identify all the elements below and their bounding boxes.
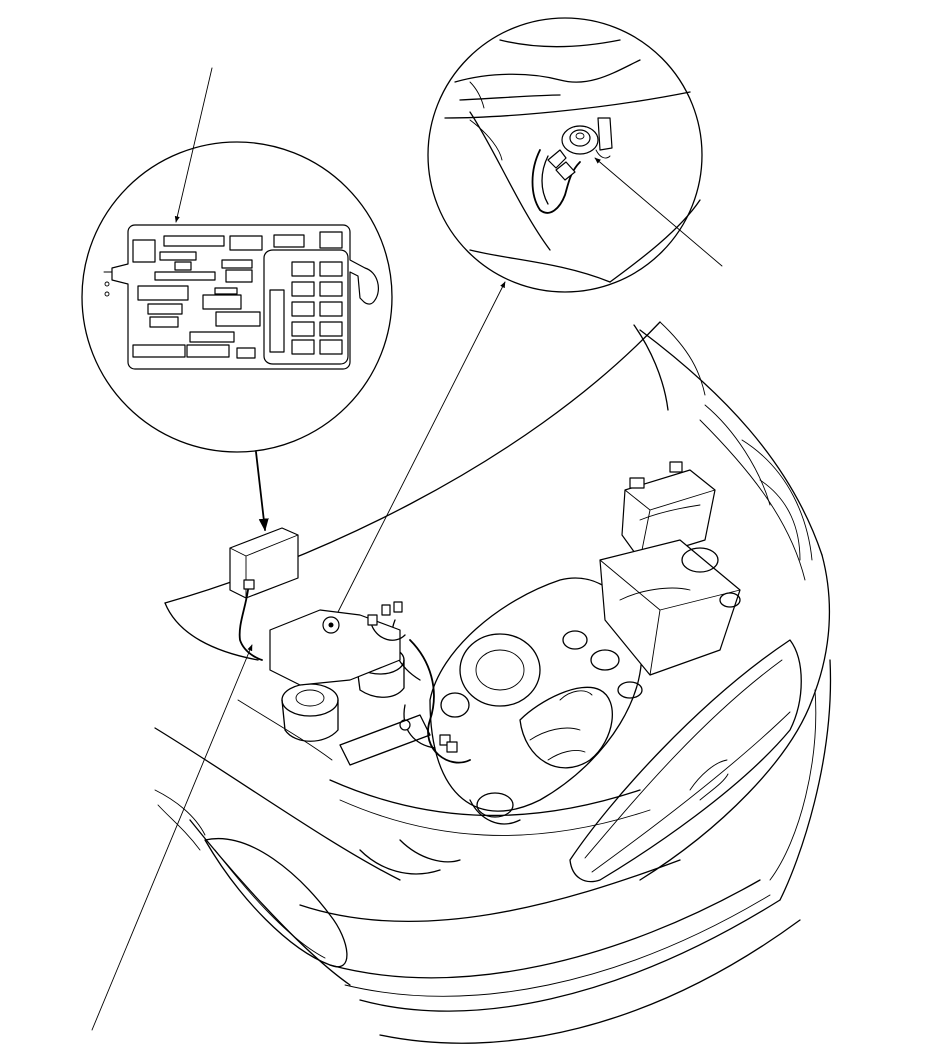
fuse-box-detail-callout xyxy=(81,141,393,453)
ground-bolt-icon xyxy=(444,39,701,283)
leader-line-ground-location xyxy=(337,281,506,613)
engine-bay xyxy=(229,461,741,875)
car-body xyxy=(154,321,832,1044)
left-headlight xyxy=(154,789,351,986)
fuse-box-callout-circle xyxy=(81,141,393,453)
front-bumper xyxy=(299,659,832,1044)
leader-lines xyxy=(91,67,723,1031)
leader-line-fuse-box-label xyxy=(174,67,213,223)
fuse-relay-box-icon xyxy=(103,224,379,370)
ground-terminal-detail-callout xyxy=(427,17,703,293)
leader-line-harness xyxy=(91,644,253,1031)
ground-point xyxy=(269,601,406,686)
leader-line-fuse-box-location xyxy=(255,451,269,532)
under-hood-fuse-box xyxy=(229,527,299,661)
open-hood xyxy=(164,321,706,661)
air-cleaner-box xyxy=(599,539,741,676)
cowl-line xyxy=(154,699,401,881)
right-fender xyxy=(639,329,831,881)
ground-callout-circle xyxy=(427,17,703,293)
leader-line-ground-bolt xyxy=(594,157,723,267)
right-headlight xyxy=(569,639,802,883)
radiator-support xyxy=(329,779,651,875)
